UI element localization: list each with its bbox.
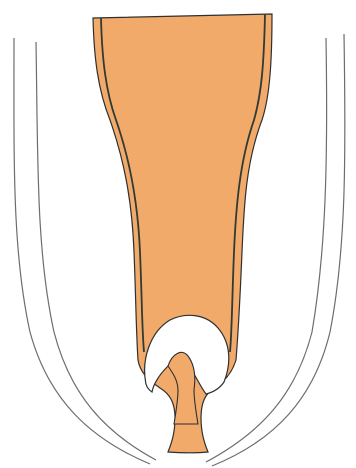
- diagram-canvas: [0, 0, 356, 468]
- diagram-svg: [0, 0, 356, 468]
